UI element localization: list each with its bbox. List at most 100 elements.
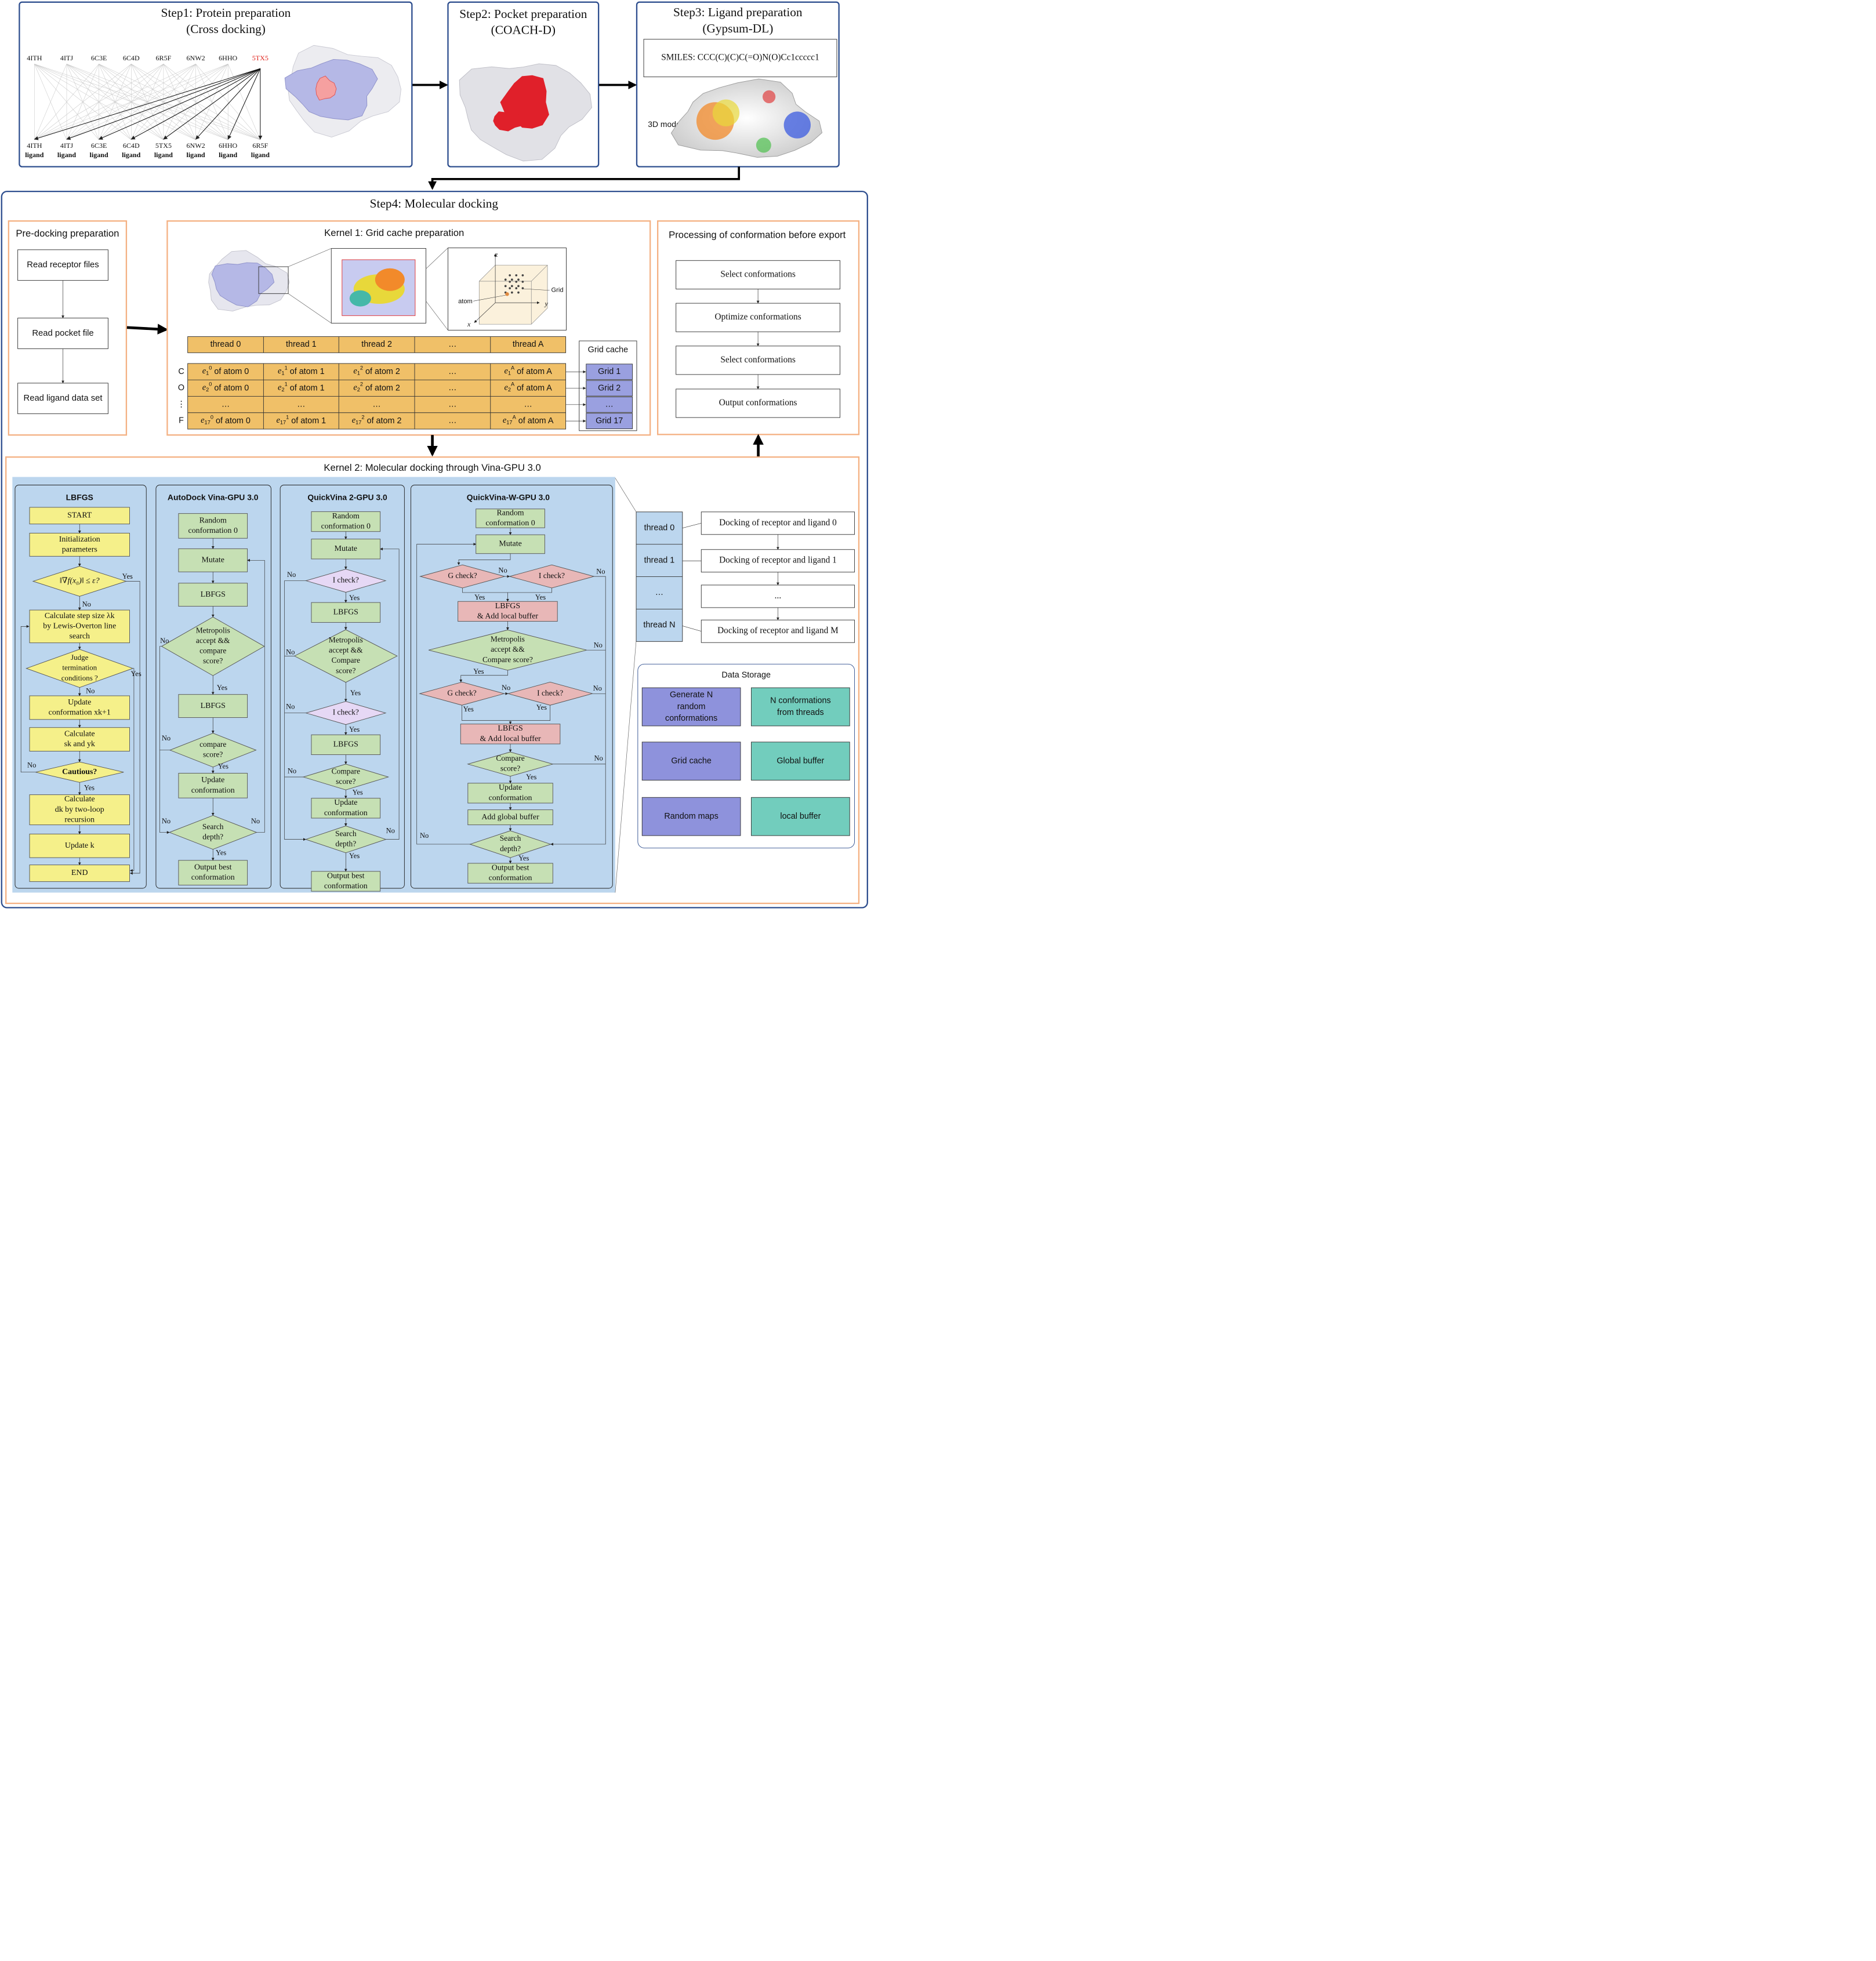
quickvinaw-step-label: Output best [492,863,529,872]
export-step-label: Optimize conformations [715,312,801,322]
cross-link [99,64,228,140]
zoom-box [258,266,289,294]
quickvinaw-step [458,601,558,622]
atom-row-label: O [178,383,184,393]
axis-label: x [467,320,471,328]
grid-point [521,287,524,289]
yes-label: Yes [463,705,474,713]
yes-label: Yes [131,670,141,678]
storage-item [751,687,850,727]
connector [462,588,509,602]
grid-cache-title: Grid cache [588,346,628,355]
lbfgs-step-label: recursion [64,815,95,824]
autodock-decision-label: compare [199,740,226,749]
export-title: Processing of conformation before export [669,230,846,241]
quickvina2-step-label: Random [332,512,360,521]
diagram-canvas: Step1: Protein preparation(Cross docking… [0,0,870,909]
connector [159,646,170,834]
gcheck-decision [419,681,506,706]
thread-label: thread A [513,340,544,349]
cross-arrow [98,68,261,140]
connector [288,293,332,324]
grid-point [510,278,513,281]
autodock-step-label: Output best [194,863,232,871]
yes-label: Yes [217,684,227,692]
predock-step-label: Read pocket file [32,329,93,338]
autodock-step [178,694,248,718]
yes-label: Yes [353,789,363,797]
lbfgs-condition-label: termination [62,663,97,672]
atom-blob [712,99,740,126]
predock-step [17,318,108,349]
end-node [29,865,130,882]
connector [550,576,606,846]
connector [682,626,702,632]
quickvinaw-step-label: conformation 0 [485,519,535,528]
lbfgs-step-label: Update [68,698,91,707]
protein-id: 4ITH [27,54,42,62]
connector [20,624,36,773]
kernel2-title: Kernel 2: Molecular docking through Vina… [324,462,540,473]
atom-marker [505,292,509,296]
quickvina2-step [311,798,381,819]
ligand-highlight [315,75,337,101]
grid-point [515,274,518,277]
lbfgs-condition-label: Cautious? [62,768,97,776]
ligand-id: 4ITH [27,141,42,150]
cell-ellipsis: … [448,367,456,376]
lbfgs-condition-label: ‖∇f(x₀)‖ ≤ ε? [60,577,100,586]
quickvinaw-decision [428,629,587,671]
quickvinaw-decision-label: Search [500,834,521,842]
ligand-id: 6C3E [91,141,107,150]
lbfgs-step-label: Initialization [59,535,100,544]
connector [247,558,265,833]
autodock-step-label: conformation 0 [188,526,238,535]
quickvinaw-decision-label: accept && [491,645,525,653]
thread-item-label: thread N [643,620,675,630]
quickvinaw-step-label: conformation [489,794,532,802]
lbfgs-step [29,695,130,720]
cross-link [195,64,228,140]
connector [615,478,637,513]
cross-link [131,64,228,140]
grid-point [515,287,518,289]
no-label: No [162,734,170,742]
quickvina2-decision-label: Search [335,829,357,838]
lbfgs-condition [32,566,127,597]
protein-id: 6C4D [123,54,140,62]
storage-item [751,797,850,836]
no-label: No [86,687,95,695]
autodock-step [178,860,248,885]
autodock-decision-label: depth? [202,832,223,841]
lbfgs-step-label: by Lewis-Overton line [43,622,116,631]
no-label: No [386,827,395,835]
flow-arrow [126,324,169,335]
export-step-label: Output conformations [719,398,797,408]
ligand-word: ligand [25,151,43,159]
energy-cell: e11 of atom 1 [278,365,325,376]
autodock-step-label: Mutate [202,555,224,564]
storage-item-label: local buffer [780,812,821,821]
lbfgs-step-label: Calculate step size λk [45,612,115,620]
storage-item-label: Global buffer [776,756,824,765]
cross-link [34,64,164,140]
ligand-word: ligand [154,151,173,159]
energy-cell: e171 of atom 1 [276,415,326,426]
quickvinaw-step-label: Add global buffer [481,813,539,822]
ligand-spheres [375,268,405,291]
storage-item [641,797,741,836]
lbfgs-step-label: Calculate [64,795,95,804]
connector [126,581,140,875]
kernel1-title: Kernel 1: Grid cache preparation [324,227,464,238]
storage-item-label: N conformations [770,696,831,706]
energy-cell: e170 of atom 0 [201,415,251,426]
docking-task [701,619,855,643]
quickvina2-decision-label: Compare [332,656,360,664]
export-step [676,388,840,418]
connector [426,248,448,269]
autodock-decision-label: score? [203,656,223,665]
connector [426,301,448,331]
cross-arrow [130,68,261,140]
cross-arrow [195,68,261,140]
export-step-label: Select conformations [720,355,796,365]
